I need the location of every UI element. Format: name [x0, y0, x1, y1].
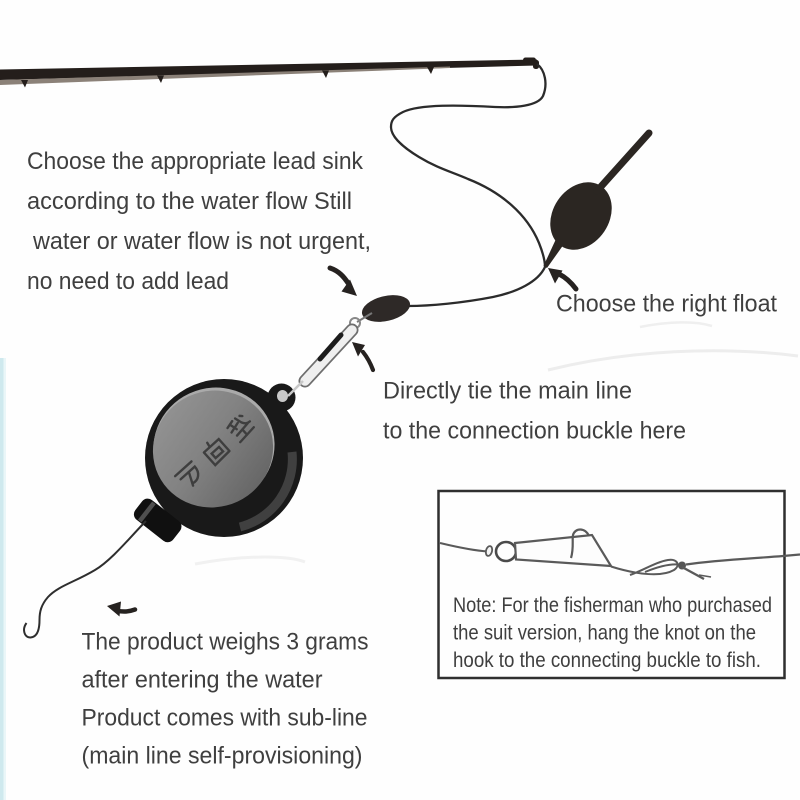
svg-text:water or water flow is not urg: water or water flow is not urgent, [32, 228, 371, 255]
svg-text:after entering the water: after entering the water [82, 667, 323, 694]
svg-text:The product weighs 3 grams: The product weighs 3 grams [82, 629, 369, 656]
svg-text:Note: For the fisherman who pu: Note: For the fisherman who purchased [453, 594, 772, 617]
svg-text:to the connection buckle here: to the connection buckle here [383, 418, 686, 445]
svg-text:according to the water flow St: according to the water flow Still [27, 188, 352, 215]
svg-text:Directly tie the main line: Directly tie the main line [383, 378, 632, 405]
svg-text:Choose the right float: Choose the right float [556, 291, 777, 318]
svg-text:the suit version, hang the kno: the suit version, hang the knot on the [453, 622, 756, 645]
svg-text:(main line self-provisioning): (main line self-provisioning) [82, 743, 363, 770]
svg-text:hook to the connecting buckle: hook to the connecting buckle to fish. [453, 649, 761, 672]
svg-text:no need to add lead: no need to add lead [27, 268, 229, 295]
svg-text:Product comes with sub-line: Product comes with sub-line [82, 705, 368, 732]
svg-text:Choose the appropriate lead si: Choose the appropriate lead sink [27, 148, 364, 175]
